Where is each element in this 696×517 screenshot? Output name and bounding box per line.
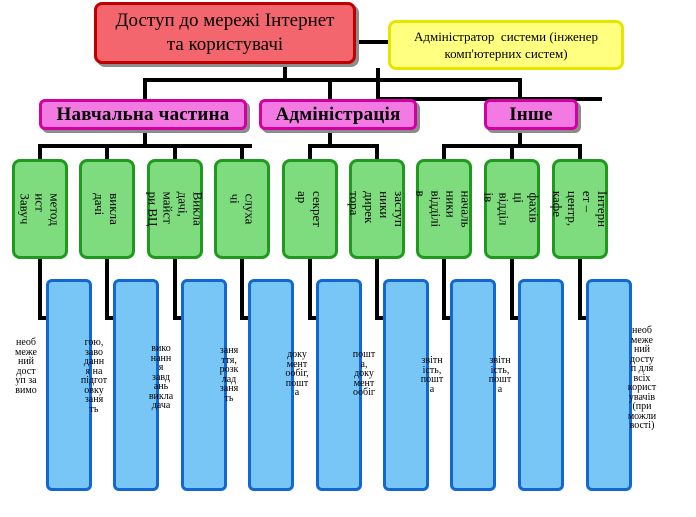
role-node: метод ист Завуч <box>12 159 68 259</box>
need-box <box>383 279 429 491</box>
role-label: заступ ники дирек тора <box>347 191 407 227</box>
role-node: фахів ці відділ ів <box>481 159 542 259</box>
root-title: Доступ до мережі Інтернет та користувачі <box>115 10 335 55</box>
role-label: началь ники відділі в <box>413 190 474 228</box>
role-node: секрет ар <box>282 159 338 259</box>
category-label: Навчальна частина <box>56 103 230 125</box>
root-node: Доступ до мережі Інтернет та користувачі <box>94 2 356 64</box>
role-label: метод ист Завуч <box>17 192 63 226</box>
need-box <box>46 279 92 491</box>
need-box <box>316 279 362 491</box>
category-other: Інше <box>484 99 578 130</box>
role-label: секрет ар <box>295 191 325 227</box>
need-box <box>181 279 227 491</box>
role-node: заступ ники дирек тора <box>347 159 407 259</box>
role-label: фахів ці відділ ів <box>481 192 542 226</box>
role-label: слуха чі <box>226 193 257 225</box>
need-box <box>450 279 496 491</box>
role-node: Інтерн ет – центр, кафе <box>549 159 610 259</box>
role-node: слуха чі <box>214 159 270 259</box>
need-text: гою, заво данн я на підгот овку заня ть <box>80 337 108 415</box>
need-text: пошт а, доку мент ообіг <box>352 349 376 398</box>
role-node: Викла дачі, майст ри ВЦ <box>145 159 205 259</box>
admin-note-node: Адміністратор системи (інженер комп'ютер… <box>388 20 624 70</box>
need-text: необ меже ний досту п для всіх корист ув… <box>627 325 657 431</box>
need-box <box>248 279 294 491</box>
need-text: звітн ість, пошт а <box>420 355 444 395</box>
category-education: Навчальна частина <box>39 99 247 130</box>
need-text: заня ття, розк лад заня ть <box>219 345 239 404</box>
category-label: Інше <box>509 103 553 125</box>
need-box <box>113 279 159 491</box>
need-text: необ меже ний дост уп за вимо <box>15 337 37 396</box>
category-administration: Адміністрація <box>259 99 417 130</box>
admin-note-text: Адміністратор системи (інженер комп'ютер… <box>413 29 599 61</box>
role-node: началь ники відділі в <box>413 159 474 259</box>
need-box <box>586 279 632 491</box>
role-label: Інтерн ет – центр, кафе <box>549 190 610 228</box>
role-node: викла дачі <box>79 159 135 259</box>
need-text: вико нанн я завд ань викла дача <box>148 343 174 411</box>
need-text: доку мент ообіг, пошт а <box>285 349 309 398</box>
need-box <box>518 279 564 491</box>
role-label: викла дачі <box>91 193 122 225</box>
category-label: Адміністрація <box>275 103 401 125</box>
need-text: звітн ість, пошт а <box>488 355 512 395</box>
role-label: Викла дачі, майст ри ВЦ <box>145 191 205 227</box>
